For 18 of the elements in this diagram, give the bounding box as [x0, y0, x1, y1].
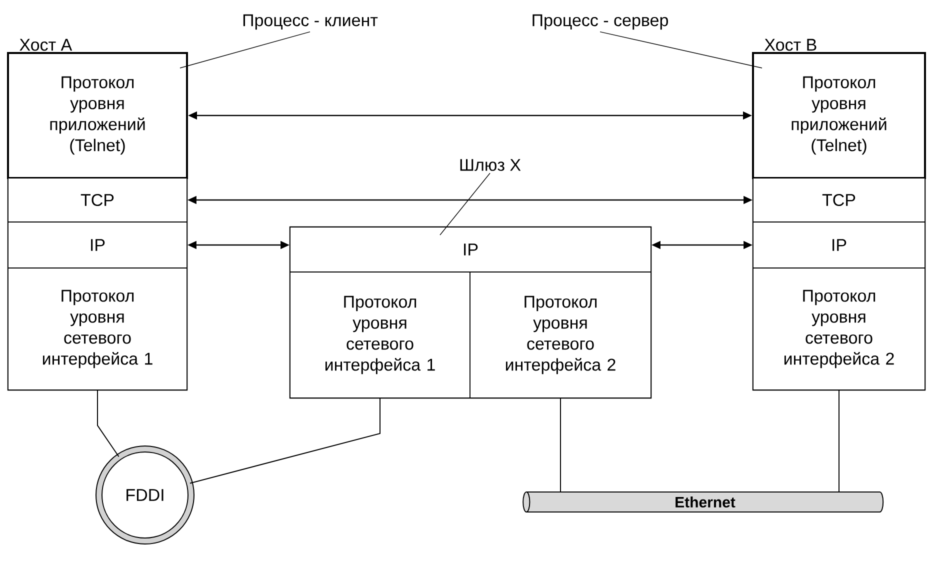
protocol-box: IP [8, 222, 188, 268]
node-label: Хост В [764, 38, 816, 51]
connection-line [838, 390, 840, 492]
network-cable: Ethernet [522, 492, 884, 512]
callout-label: Шлюз X [460, 159, 521, 171]
callout-label: Процесс - сервер [532, 14, 668, 30]
protocol-box: TCP [752, 178, 926, 222]
leader-line [600, 31, 762, 68]
node-label: Хост А [20, 38, 72, 51]
connection-line [189, 398, 380, 484]
protocol-box: TCP [8, 178, 188, 222]
connection-line [560, 398, 561, 492]
leader-line [180, 31, 310, 68]
connection-line [97, 390, 120, 458]
network-ring: FDDI [96, 446, 194, 544]
leader-line [440, 172, 490, 236]
callout-label: Процесс - клиент [243, 14, 378, 30]
protocol-box: IP [752, 222, 926, 268]
